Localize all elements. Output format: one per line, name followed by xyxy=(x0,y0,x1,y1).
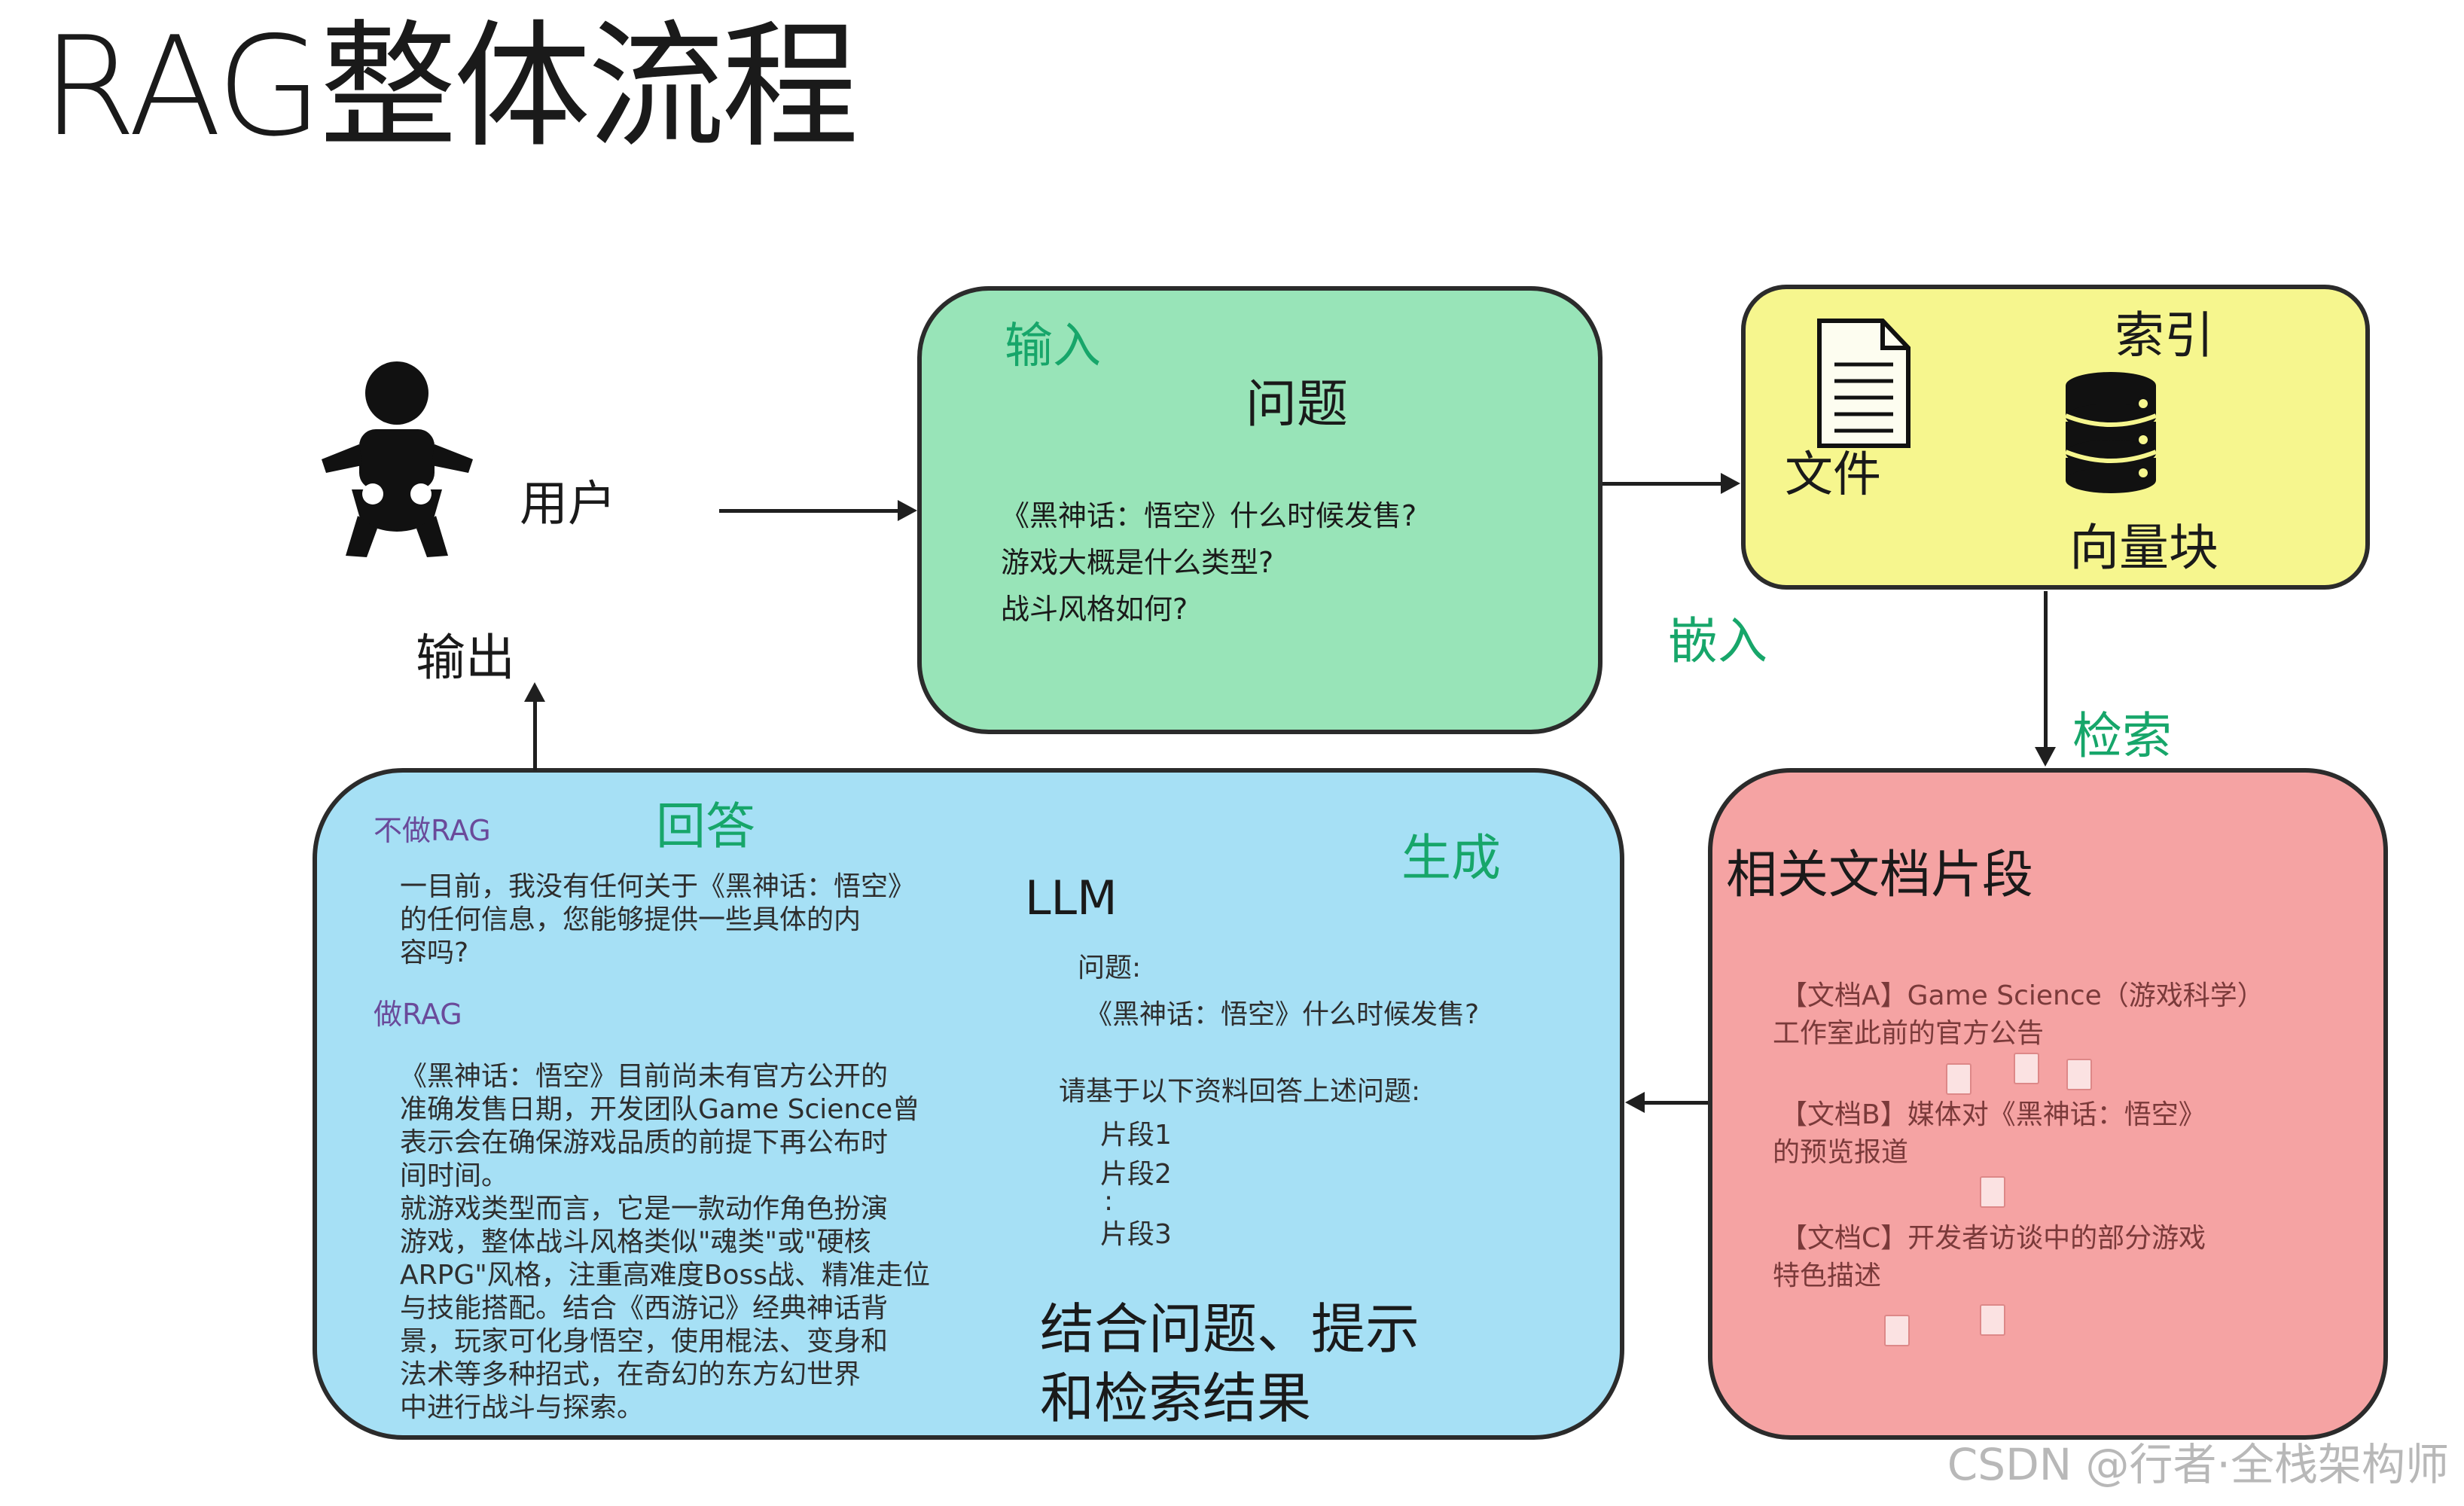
doc-label: 文件 xyxy=(1785,447,1881,503)
index-box: 索引 文件 向量块 xyxy=(1741,285,2370,590)
doc-snippet-line: 特色描述 xyxy=(1773,1261,1882,1291)
llm-instruction: 请基于以下资料回答上述问题: xyxy=(1059,1076,1421,1107)
database-icon xyxy=(2062,370,2160,495)
no-rag-line: 的任何信息，您能够提供一些具体的内 xyxy=(400,904,861,935)
page-title: RAG整体流程 xyxy=(41,7,858,166)
doc-snippet-line: 【文档A】Game Science（游戏科学） xyxy=(1780,980,2264,1011)
document-icon xyxy=(1980,1304,2005,1336)
document-icon xyxy=(1815,318,1913,450)
rag-answer-line: 游戏，整体战斗风格类似"魂类"或"硬核 xyxy=(400,1227,871,1258)
llm-snippet: 片段1 xyxy=(1100,1120,1172,1151)
arrow-index-to-relevant xyxy=(2044,591,2048,749)
rag-answer-line: 就游戏类型而言，它是一款动作角色扮演 xyxy=(400,1194,889,1224)
llm-snippet: 片段3 xyxy=(1100,1219,1172,1250)
rag-answer-line: 《黑神话：悟空》目前尚未有官方公开的 xyxy=(400,1061,889,1092)
arrowhead xyxy=(524,682,545,702)
doc-snippet-line: 【文档B】媒体对《黑神话：悟空》 xyxy=(1780,1099,2206,1130)
document-icon xyxy=(1980,1176,2005,1208)
llm-question: 《黑神话：悟空》什么时候发售? xyxy=(1085,999,1480,1030)
answer-box: 回答 生成 不做RAG 一目前，我没有任何关于《黑神话：悟空》 的任何信息，您能… xyxy=(313,768,1624,1440)
document-icon xyxy=(1946,1063,1972,1095)
llm-label: LLM xyxy=(1025,870,1118,925)
document-icon xyxy=(1884,1315,1910,1346)
no-rag-label: 不做RAG xyxy=(374,814,491,847)
doc-snippet-line: 的预览报道 xyxy=(1773,1137,1909,1168)
arrow-relevant-to-answer xyxy=(1643,1101,1708,1105)
combine-line: 结合问题、提示 xyxy=(1040,1297,1420,1361)
rag-label: 做RAG xyxy=(374,998,462,1031)
question-title: 问题 xyxy=(1246,375,1349,434)
index-title: 索引 xyxy=(2115,306,2214,364)
question-line: 游戏大概是什么类型? xyxy=(1001,546,1274,579)
output-label: 输出 xyxy=(416,629,515,687)
arrowhead xyxy=(1721,473,1740,494)
relevant-docs-box: 相关文档片段 【文档A】Game Science（游戏科学） 工作室此前的官方公… xyxy=(1708,768,2388,1440)
rag-answer-line: 准确发售日期，开发团队Game Science曾 xyxy=(400,1094,920,1125)
doc-snippet-line: 【文档C】开发者访谈中的部分游戏 xyxy=(1780,1223,2206,1254)
rag-answer-line: 间时间。 xyxy=(400,1160,509,1191)
user-label: 用户 xyxy=(520,477,616,532)
relevant-title: 相关文档片段 xyxy=(1726,846,2034,905)
rag-answer-line: 表示会在确保游戏品质的前提下再公布时 xyxy=(400,1127,889,1158)
input-box: 输入 问题 《黑神话：悟空》什么时候发售? 游戏大概是什么类型? 战斗风格如何? xyxy=(917,286,1603,734)
rag-answer-line: 中进行战斗与探索。 xyxy=(400,1392,645,1423)
arrowhead xyxy=(2035,747,2056,767)
arrowhead xyxy=(1625,1092,1645,1113)
vector-label: 向量块 xyxy=(2069,519,2219,577)
no-rag-line: 容吗? xyxy=(400,937,469,968)
llm-question-label: 问题: xyxy=(1078,953,1142,983)
arrow-answer-to-output xyxy=(533,700,537,770)
llm-snippet: : xyxy=(1104,1186,1114,1217)
answer-heading: 回答 xyxy=(656,797,755,855)
watermark: CSDN @行者·全栈架构师 xyxy=(1947,1439,2449,1490)
generate-label: 生成 xyxy=(1401,829,1501,887)
baby-icon xyxy=(313,354,482,565)
input-heading: 输入 xyxy=(1005,319,1101,374)
rag-answer-line: 法术等多种招式，在奇幻的东方幻世界 xyxy=(400,1359,861,1390)
retrieve-label: 检索 xyxy=(2072,707,2172,765)
arrow-user-to-input xyxy=(719,509,900,513)
rag-answer-line: 与技能搭配。结合《西游记》经典神话背 xyxy=(400,1293,889,1324)
rag-answer-line: 景，玩家可化身悟空，使用棍法、变身和 xyxy=(400,1326,889,1357)
question-line: 《黑神话：悟空》什么时候发售? xyxy=(1001,499,1417,532)
arrow-input-to-index xyxy=(1603,482,1723,486)
combine-line: 和检索结果 xyxy=(1040,1367,1312,1430)
embed-label: 嵌入 xyxy=(1668,612,1767,670)
document-icon xyxy=(2014,1053,2039,1084)
rag-answer-line: ARPG"风格，注重高难度Boss战、精准走位 xyxy=(400,1260,931,1291)
arrowhead xyxy=(898,500,917,521)
no-rag-line: 一目前，我没有任何关于《黑神话：悟空》 xyxy=(400,871,916,902)
llm-snippet: 片段2 xyxy=(1100,1159,1172,1190)
document-icon xyxy=(2066,1059,2092,1090)
question-line: 战斗风格如何? xyxy=(1001,593,1188,626)
doc-snippet-line: 工作室此前的官方公告 xyxy=(1773,1018,2045,1049)
